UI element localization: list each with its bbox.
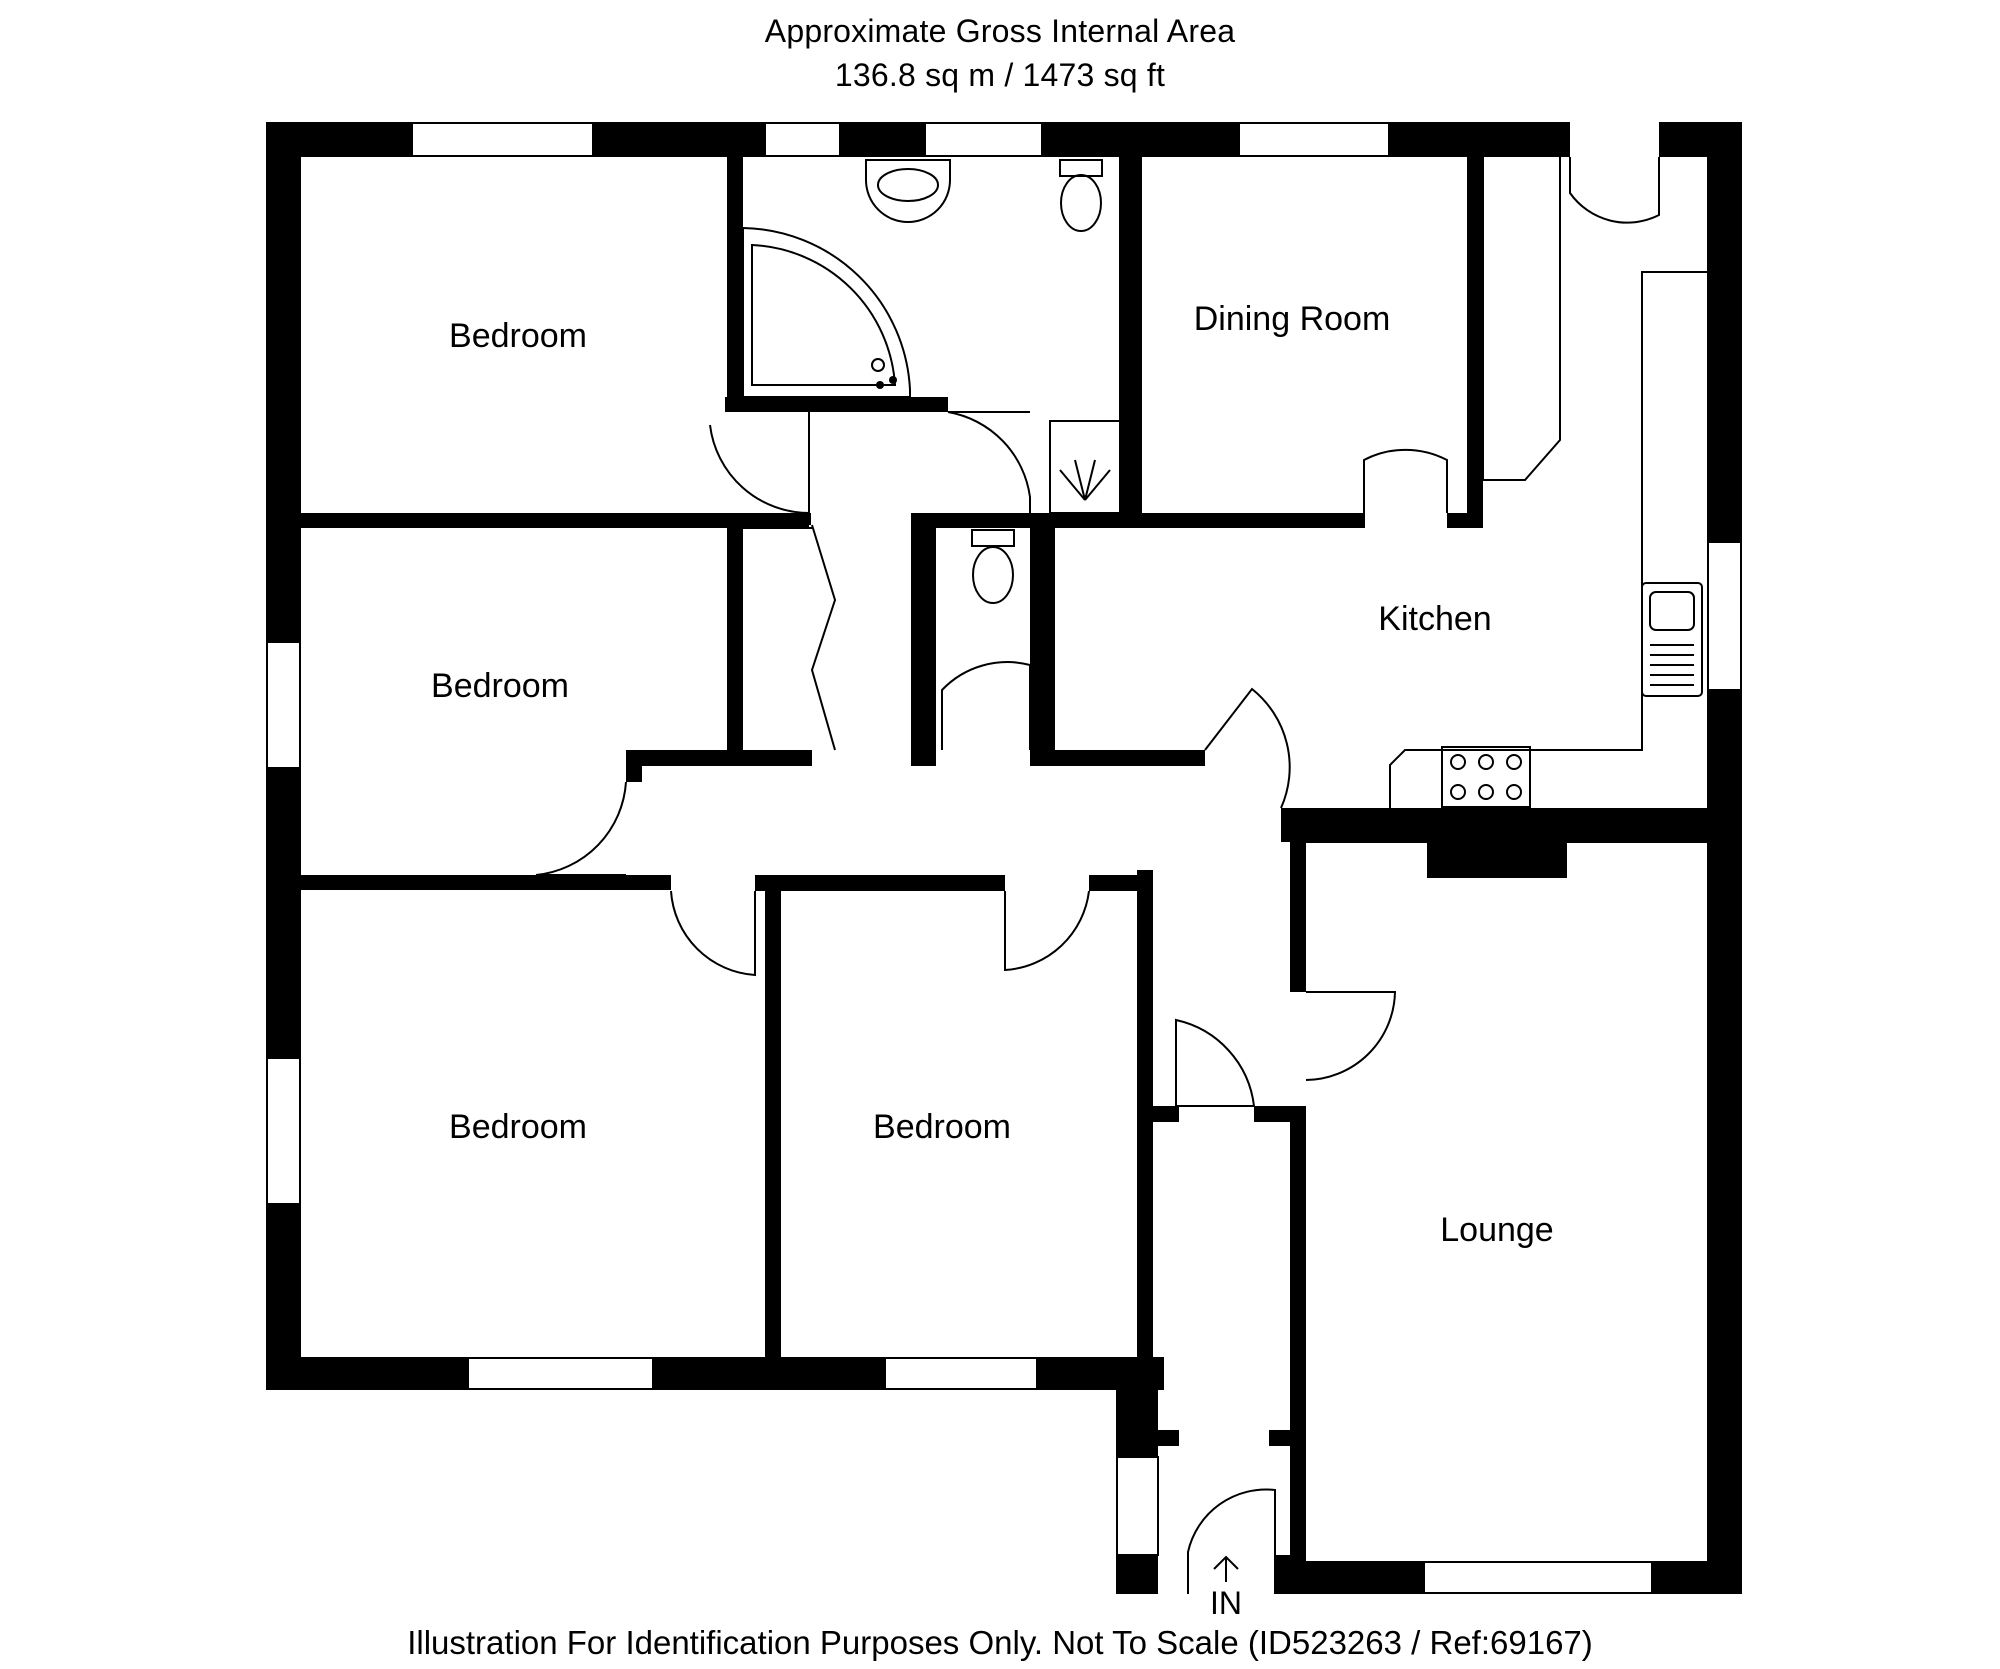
windows (266, 122, 1742, 1594)
room-label-kitchen: Kitchen (1378, 600, 1491, 638)
wardrobe (743, 524, 837, 751)
arrow-up-icon (1213, 1555, 1239, 1582)
room-label-lounge: Lounge (1440, 1211, 1553, 1249)
area-title: Approximate Gross Internal Area (764, 13, 1236, 49)
sink (1641, 582, 1703, 697)
hob (1441, 746, 1531, 808)
shower (1049, 420, 1121, 514)
area-value: 136.8 sq m / 1473 sq ft (834, 57, 1166, 93)
kitchen-counter (1389, 157, 1707, 808)
wc-toilet (971, 529, 1015, 604)
room-label-dining-room: Dining Room (1194, 300, 1391, 338)
room-label-bedroom-bottom-left: Bedroom (449, 1108, 587, 1146)
room-label-bedroom-top: Bedroom (449, 317, 587, 355)
toilet (1059, 159, 1103, 232)
room-label-bedroom-middle: Bedroom (431, 667, 569, 705)
bathtub (742, 226, 911, 398)
entrance-label: IN (1210, 1585, 1242, 1621)
door-swings (535, 157, 1660, 1594)
basin (865, 159, 951, 223)
room-label-bedroom-bottom-center: Bedroom (873, 1108, 1011, 1146)
bath-taps (876, 376, 897, 389)
walls (266, 122, 1742, 1594)
disclaimer-footer: Illustration For Identification Purposes… (407, 1624, 1593, 1661)
